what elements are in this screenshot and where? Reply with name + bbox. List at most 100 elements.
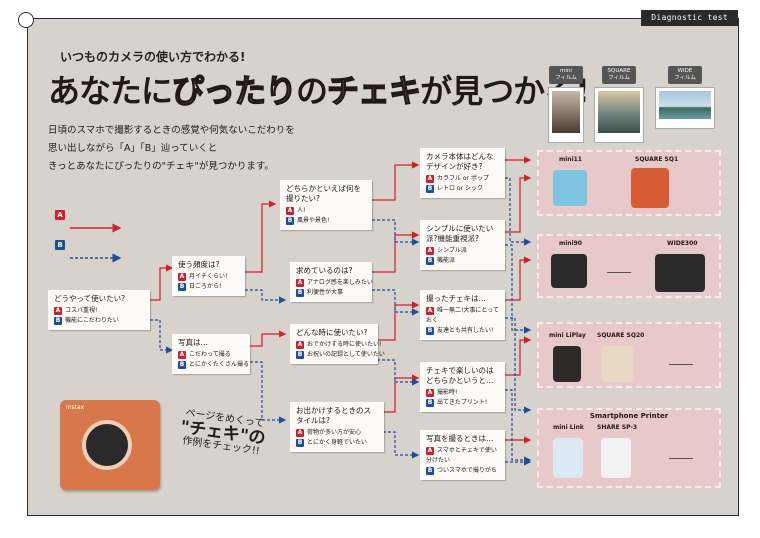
- title-part1: あなたに: [48, 72, 173, 110]
- result-4-dash: [669, 458, 693, 459]
- badge-a: A: [426, 174, 434, 183]
- result-box-4[interactable]: Smartphone Printer mini Link SHARE SP-3: [536, 407, 722, 489]
- option-b-label: 日ごろから!: [189, 283, 222, 290]
- option-b-label: レトロ or シック: [437, 185, 483, 192]
- film-mini: mini フィルム: [548, 64, 584, 143]
- title-part2: ぴったり: [171, 71, 297, 110]
- result-box-2[interactable]: mini90 WIDE300: [536, 233, 722, 299]
- film-mini-label: mini フィルム: [549, 66, 583, 84]
- question-text: 使う頻度は?: [178, 260, 220, 269]
- badge-a: A: [426, 306, 434, 315]
- result-2-right-label: WIDE300: [667, 240, 698, 247]
- badge-a: A: [426, 446, 434, 455]
- badge-b: B: [426, 184, 434, 193]
- page-title: あなたにぴったりのチェキが見つかる!: [48, 66, 590, 112]
- result-box-1[interactable]: mini11 SQUARE SQ1: [536, 149, 722, 217]
- option-a-label: 月イチくらい!: [189, 273, 228, 280]
- option-a-label: 唯一無二!大事にとっておく: [426, 307, 499, 324]
- legend-b: B: [55, 240, 65, 251]
- badge-b: B: [178, 282, 186, 291]
- result-3-right-label: SQUARE SQ20: [597, 332, 645, 339]
- option-b-label: とにかくたくさん撮る: [189, 361, 250, 368]
- title-part3: の: [296, 72, 328, 110]
- badge-b: B: [426, 256, 434, 265]
- wide300-camera-image: [655, 254, 705, 292]
- badge-a: A: [296, 428, 304, 437]
- share-sp3-image: [601, 438, 631, 478]
- option-b-label: とにかく身軽でいたい: [307, 439, 368, 446]
- option-a-label: スマホとチェキで使い分けたい: [426, 447, 497, 464]
- option-b-label: 機能派: [437, 257, 456, 264]
- question-text: どんな時に使いたい?: [296, 328, 368, 337]
- badge-b: B: [54, 316, 62, 325]
- intro-line2: 思い出しながら「A」「B」辿っていくと: [48, 143, 218, 154]
- intro-line3: きっとあなたにぴったりの"チェキ"が見つかります。: [48, 161, 274, 172]
- film-wide: WIDE フィルム: [655, 64, 715, 129]
- badge-a: A: [54, 306, 62, 315]
- badge-b: B: [426, 466, 434, 475]
- result-box-3[interactable]: mini LiPlay SQUARE SQ20: [536, 321, 722, 389]
- diagnostic-tag: Diagnostic test: [641, 10, 738, 26]
- sq1-camera-image: [631, 168, 669, 208]
- option-b-label: お祝いの記録として使いたい: [307, 351, 385, 358]
- arrows-b: [150, 177, 532, 466]
- badge-b: B: [296, 288, 304, 297]
- badge-b: B: [296, 438, 304, 447]
- option-a-label: シンプル派: [437, 247, 467, 254]
- mini-link-image: [553, 438, 583, 478]
- question-text: シンプルに使いたい派?機能重視派?: [426, 224, 494, 243]
- question-text: どうやって使いたい?: [54, 294, 126, 303]
- badge-a: A: [286, 206, 294, 215]
- intro-text: 日頃のスマホで撮影するときの感覚や何気ないこだわりを 思い出しながら「A」「B」…: [48, 122, 358, 176]
- result-4-left-label: mini Link: [553, 424, 584, 431]
- question-text: 撮ったチェキは…: [426, 294, 486, 303]
- option-a-label: 人!: [297, 207, 306, 214]
- photo-portrait-image: [552, 91, 580, 133]
- photo-island-image: [659, 91, 711, 119]
- intro-line1: 日頃のスマホで撮影するときの感覚や何気ないこだわりを: [48, 125, 295, 136]
- result-1-left-label: mini11: [559, 156, 582, 163]
- badge-b: B: [286, 216, 294, 225]
- result-2-left-label: mini90: [559, 240, 582, 247]
- badge-b: B: [426, 326, 434, 335]
- option-b-label: 利便性が大事: [307, 289, 344, 296]
